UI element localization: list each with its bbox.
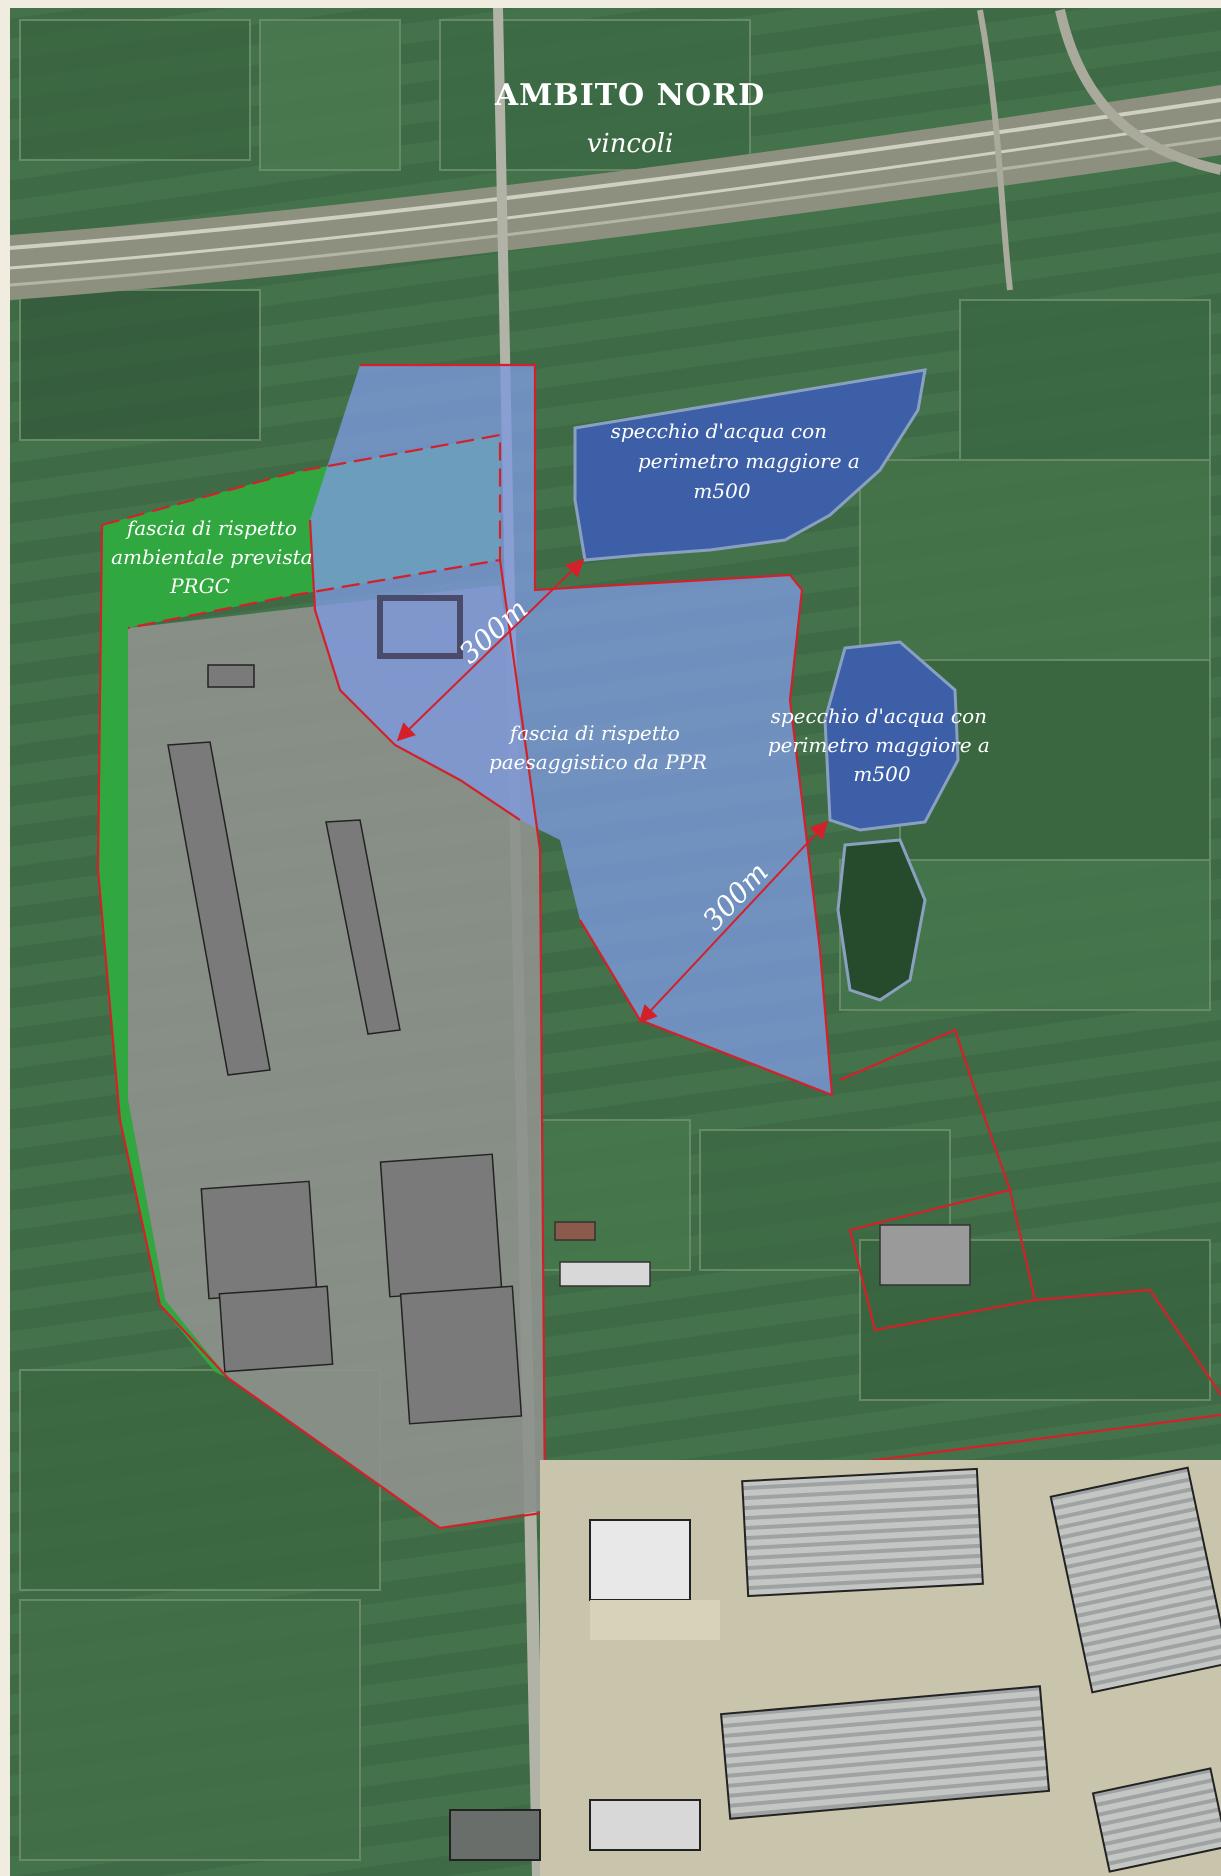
farm-buildings: [377, 595, 971, 1287]
label-fascia-paesaggistica-line-2: paesaggistico da PPR: [489, 750, 707, 774]
highway-bundle: [9, 8, 1221, 300]
lake-wetland: [836, 838, 927, 1002]
field-parcels: [19, 19, 1211, 1861]
distance-arrow-lower: [638, 820, 829, 1024]
map-title: AMBITO NORD: [494, 78, 765, 113]
distance-arrow-upper: [396, 558, 585, 742]
label-specchio-est: specchio d'acqua con perimetro maggiore …: [768, 704, 996, 786]
label-specchio-est-line-1: specchio d'acqua con: [771, 704, 988, 728]
industrial-area: [449, 1460, 1221, 1876]
label-specchio-nord-line-3: m500: [693, 479, 750, 503]
label-specchio-est-line-3: m500: [853, 762, 910, 786]
label-specchio-nord-line-1: specchio d'acqua con: [611, 419, 828, 443]
label-fascia-ambientale: fascia di rispetto ambientale prevista P…: [111, 516, 319, 598]
label-fascia-ambientale-line-1: fascia di rispetto: [125, 516, 297, 540]
lake-east: [823, 640, 960, 832]
label-fascia-ambientale-line-3: PRGC: [169, 574, 230, 598]
label-specchio-est-line-2: perimetro maggiore a: [768, 733, 990, 757]
label-specchio-nord: specchio d'acqua con perimetro maggiore …: [611, 419, 867, 503]
label-fascia-paesaggistica: fascia di rispetto paesaggistico da PPR: [489, 721, 707, 774]
label-specchio-nord-line-2: perimetro maggiore a: [638, 449, 860, 473]
map-subtitle: vincoli: [587, 129, 674, 159]
lake-north: [573, 368, 927, 562]
label-fascia-ambientale-line-2: ambientale prevista: [111, 545, 312, 569]
site-buildings: [167, 664, 523, 1425]
label-fascia-paesaggistica-line-1: fascia di rispetto: [508, 721, 680, 745]
